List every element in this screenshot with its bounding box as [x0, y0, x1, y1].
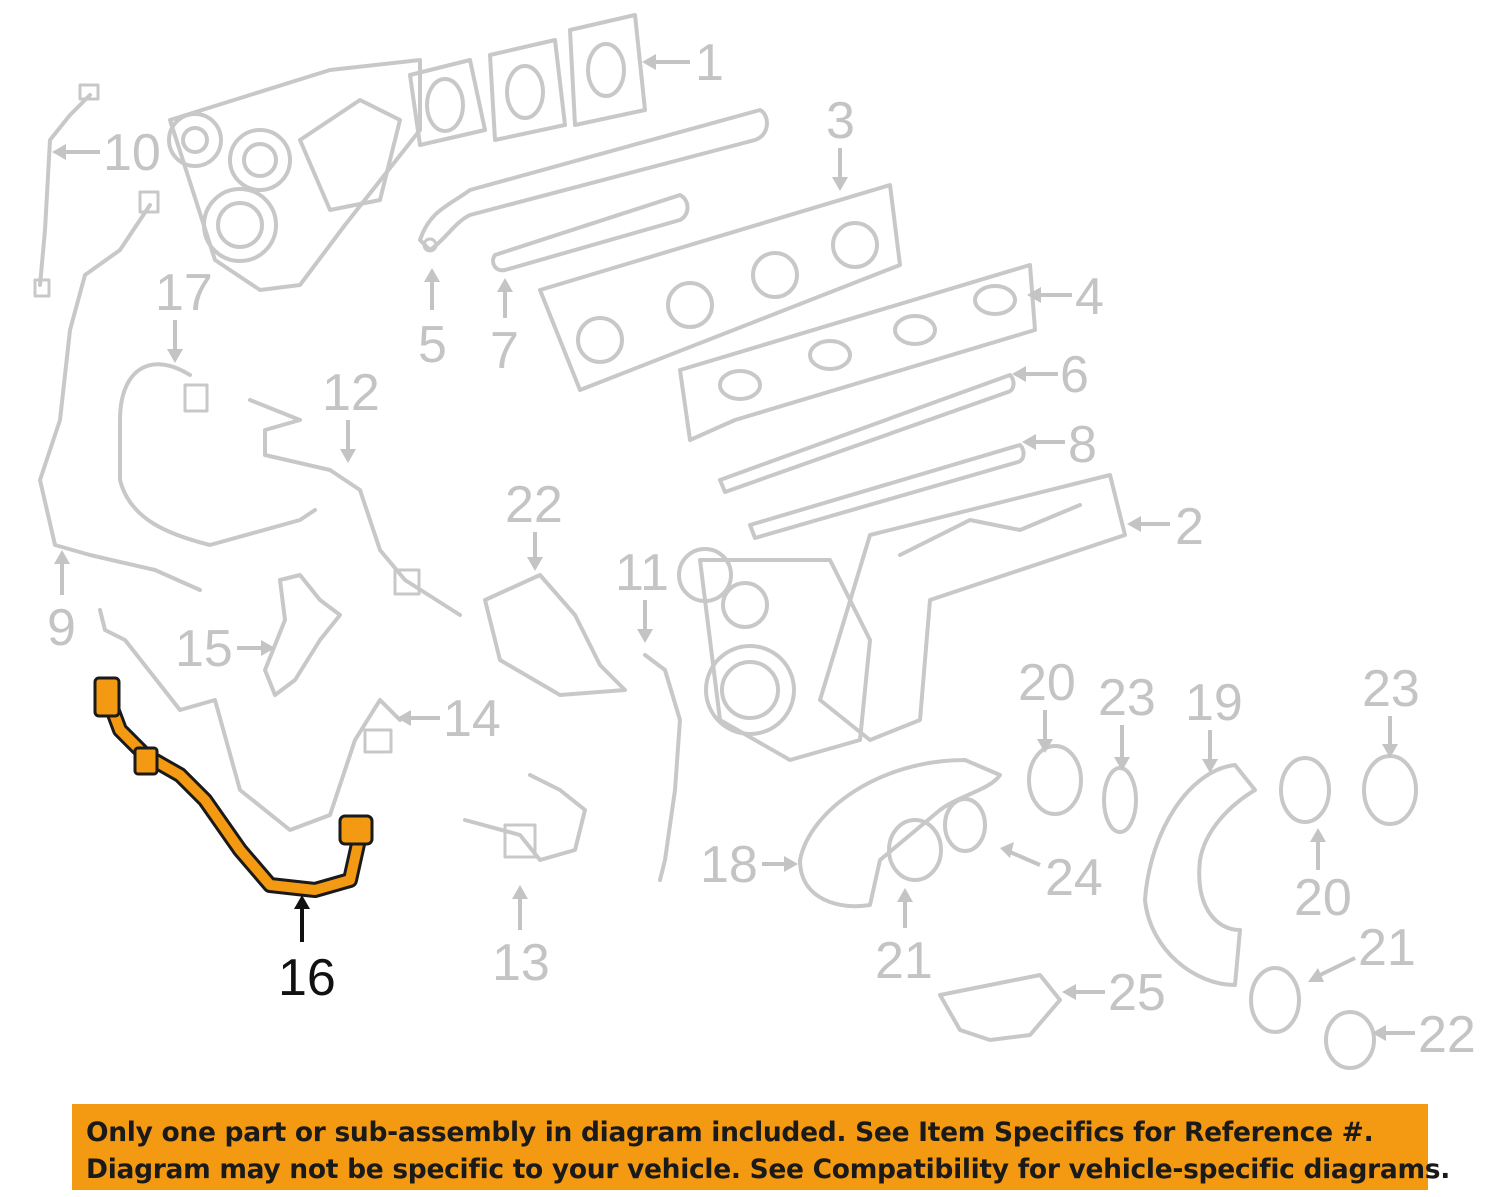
disclaimer-banner: Only one part or sub-assembly in diagram…	[72, 1104, 1451, 1190]
callout-4: 4	[1075, 268, 1104, 326]
callout-22a: 23	[1098, 669, 1156, 727]
gasket-8	[748, 443, 1026, 540]
callout-17: 17	[155, 264, 213, 322]
callout-10: 10	[103, 124, 161, 182]
line-12	[248, 398, 462, 617]
coupler-20-right	[1279, 756, 1331, 824]
heat-shield-4	[678, 263, 1037, 442]
exhaust-manifold-2	[818, 473, 1127, 742]
callout-22b: 23	[1362, 660, 1420, 718]
callout-12: 12	[322, 364, 380, 422]
callout-9: 9	[47, 599, 76, 657]
callout-7: 7	[490, 322, 519, 380]
clamp-22-left	[1102, 766, 1138, 834]
heat-shield-25	[938, 973, 1062, 1042]
gasket-5	[418, 108, 769, 253]
turbocharger-upper	[167, 13, 647, 292]
callout-15: 15	[175, 620, 233, 678]
bracket-15	[263, 573, 342, 697]
callout-21b: 21	[1358, 919, 1416, 977]
intake-pipe-18	[798, 758, 1002, 909]
intake-pipe-19	[1143, 763, 1257, 987]
callout-23a: 24	[1045, 849, 1103, 907]
callout-25: 25	[1108, 964, 1166, 1022]
line-9	[38, 190, 202, 592]
callout-11: 11	[615, 544, 669, 602]
callout-20b: 20	[1294, 869, 1352, 927]
callout-16: 16	[278, 949, 336, 1007]
pipe-13	[463, 773, 587, 862]
callout-6: 6	[1060, 346, 1089, 404]
callout-23b: 22	[1418, 1006, 1476, 1064]
callout-14: 14	[443, 690, 501, 748]
clamp-22-right	[1362, 754, 1418, 826]
callout-20a: 20	[1018, 654, 1076, 712]
callout-19: 19	[1185, 674, 1243, 732]
disclaimer-line-1: Only one part or sub-assembly in diagram…	[86, 1117, 1374, 1148]
line-17	[118, 362, 317, 547]
callout-2: 2	[1175, 498, 1204, 556]
turbocharger-lower	[677, 547, 872, 762]
sensor-line-11	[643, 653, 682, 882]
callout-18: 18	[700, 836, 758, 894]
line-10	[33, 83, 100, 298]
coupler-21-right	[1249, 966, 1301, 1034]
callout-8: 8	[1068, 416, 1097, 474]
line-16-highlighted	[93, 676, 374, 898]
gasket-3	[538, 183, 902, 392]
heat-shield-24	[483, 573, 627, 697]
callouts: 1 10 3 17 5 7 4 6 12 8	[47, 34, 1476, 1064]
line-14	[98, 608, 402, 832]
callout-13: 13	[492, 934, 550, 992]
callout-3: 3	[826, 92, 855, 150]
callout-1: 1	[695, 34, 724, 92]
disclaimer-line-2: Diagram may not be specific to your vehi…	[86, 1154, 1451, 1185]
gasket-7	[491, 193, 690, 273]
coupler-20-left	[1027, 744, 1083, 816]
callout-5: 5	[418, 316, 447, 374]
callout-21a: 21	[875, 932, 933, 990]
clamp-23-right	[1324, 1010, 1376, 1070]
callout-24: 22	[505, 476, 563, 534]
gasket-6	[718, 373, 1016, 494]
